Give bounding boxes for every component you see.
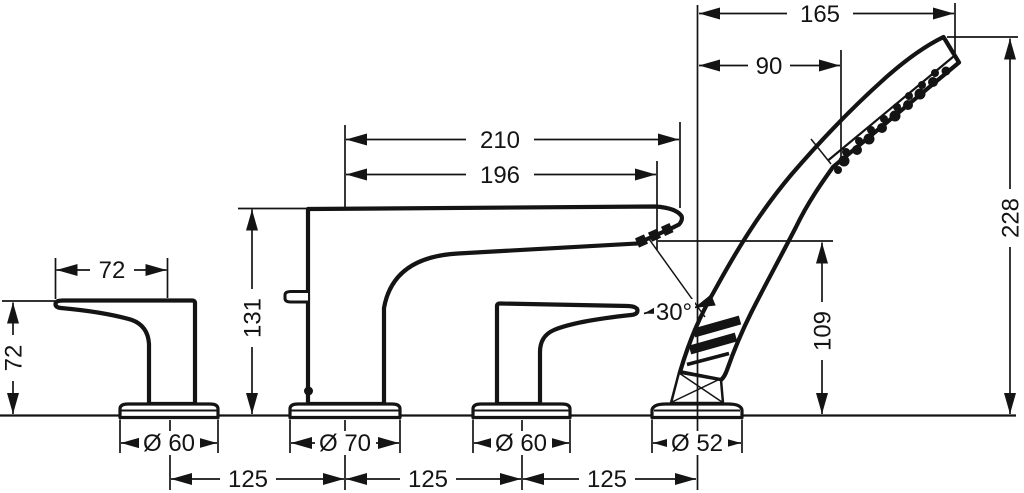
spout-clip-detail [304, 386, 313, 396]
dim-label-196: 196 [480, 162, 520, 189]
dim-label-dia70: Ø 70 [319, 430, 371, 457]
dim-label-125-middle: 125 [408, 466, 448, 493]
spray-nozzle-dots [834, 66, 951, 174]
shower-wand [677, 34, 962, 383]
left-handle [53, 298, 220, 420]
dim-label-72-horizontal: 72 [99, 257, 126, 284]
dim-label-dia52: Ø 52 [671, 430, 723, 457]
dim-label-109: 109 [810, 311, 837, 351]
dim-label-dia60-right: Ø 60 [495, 430, 547, 457]
dim-label-30deg: 30° [656, 299, 692, 326]
angle-arc [693, 291, 716, 309]
dim-label-125-right: 125 [587, 466, 627, 493]
dim-label-228: 228 [998, 198, 1024, 238]
extension-lines [2, 3, 1018, 490]
dim-label-131: 131 [240, 298, 267, 338]
face-leader-tick [810, 138, 832, 165]
dim-label-125-left: 125 [228, 466, 268, 493]
dim-label-72-vertical: 72 [1, 345, 28, 372]
dim-label-90: 90 [756, 53, 783, 80]
right-handle [471, 301, 640, 420]
dim-label-dia60-left: Ø 60 [143, 430, 195, 457]
diverter-tab [283, 290, 308, 304]
dim-label-165: 165 [800, 1, 840, 28]
dim-label-210: 210 [480, 127, 520, 154]
spout [283, 204, 685, 420]
